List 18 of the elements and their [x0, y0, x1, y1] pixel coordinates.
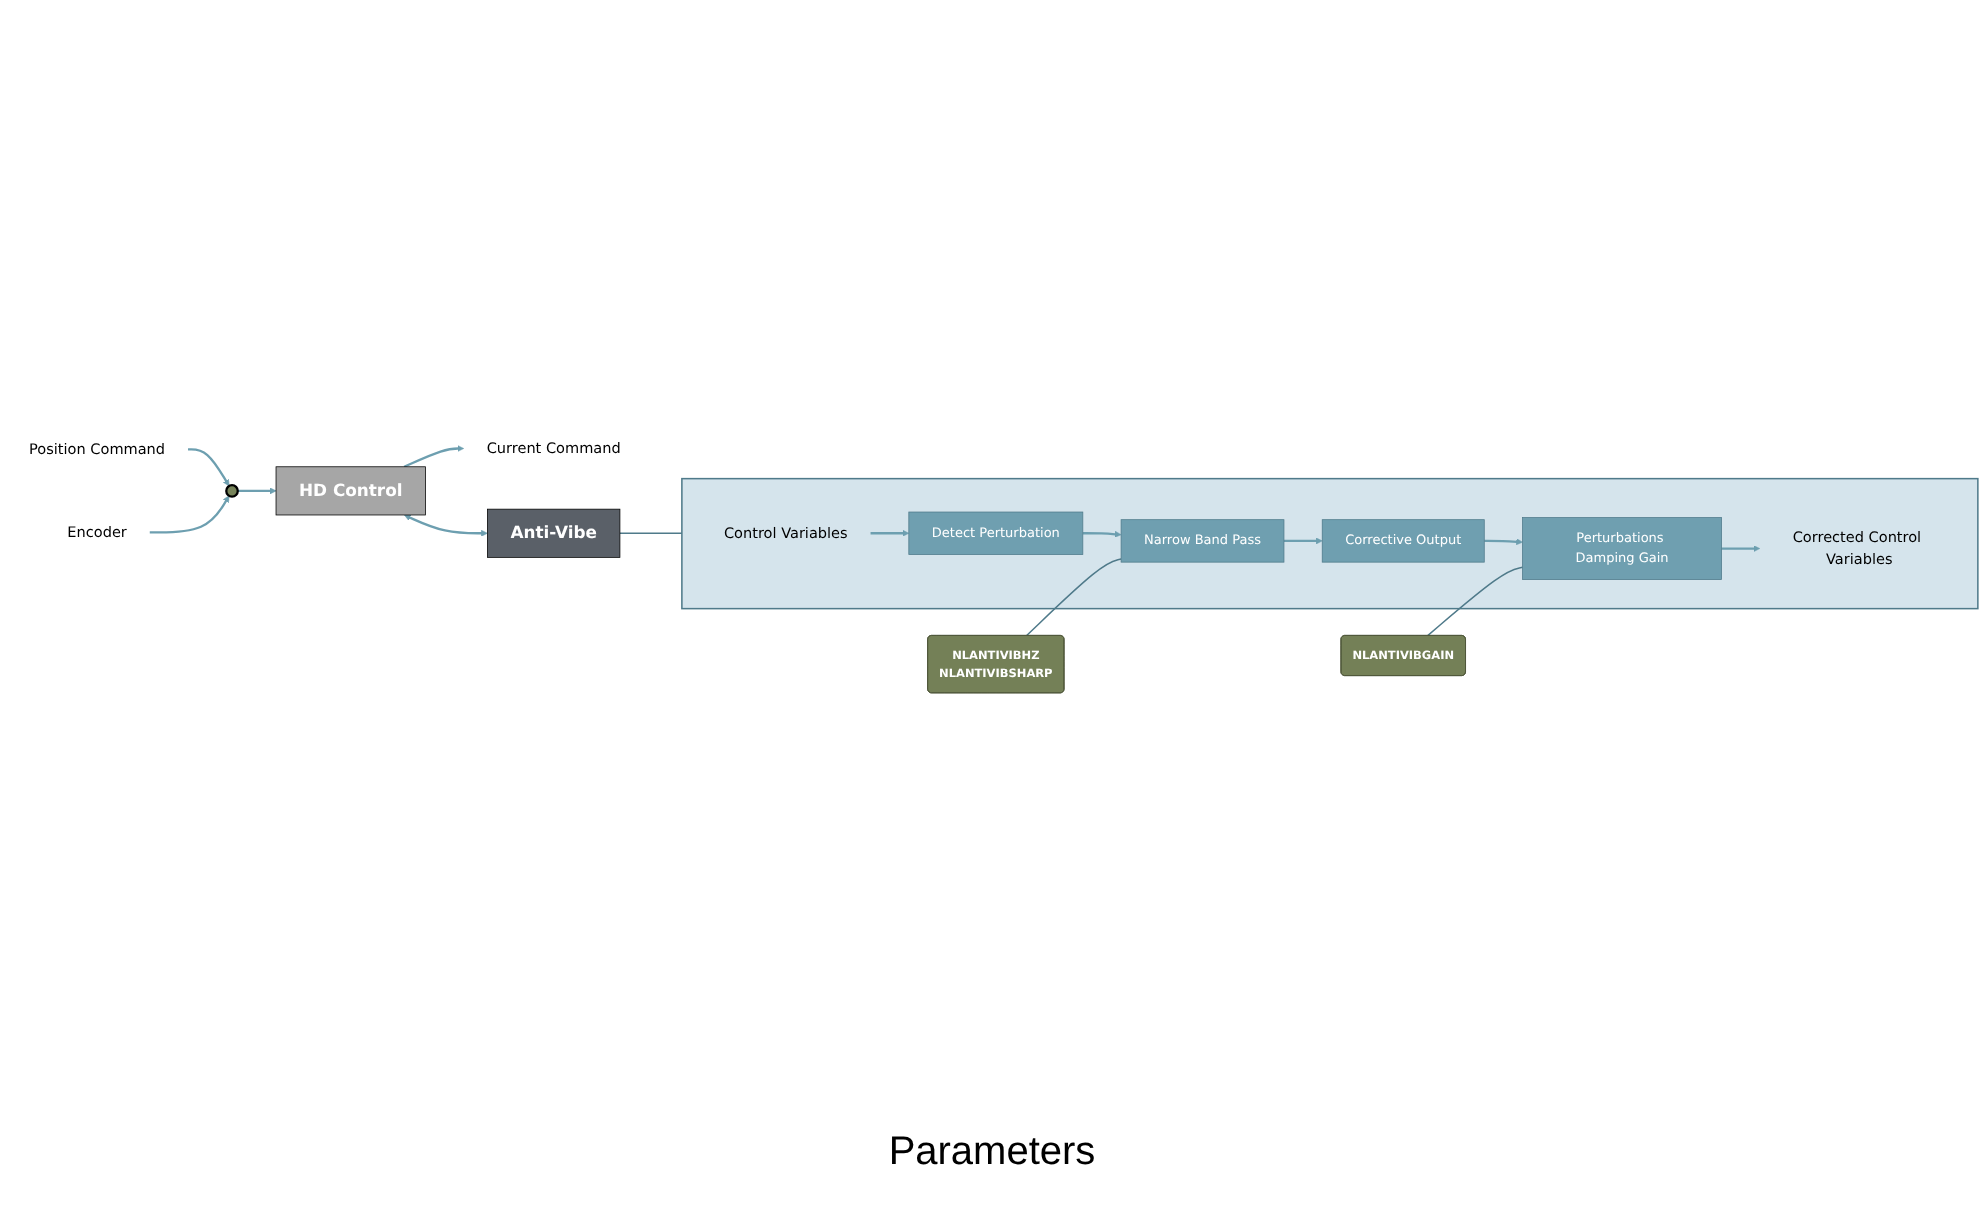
connector [1025, 558, 1122, 638]
node-circle [225, 484, 239, 499]
connector [619, 533, 683, 535]
note-label: Parameters [888, 1130, 1096, 1176]
arrow [404, 515, 488, 538]
node-box: HD Control [275, 466, 426, 516]
arrow [237, 488, 277, 495]
arrow [149, 496, 230, 535]
cluster [681, 478, 1979, 610]
arrow [870, 530, 910, 538]
arrow [1484, 538, 1523, 546]
arrow [1721, 545, 1761, 553]
arrow [1082, 531, 1122, 539]
node-box: Anti-Vibe [487, 509, 621, 559]
arrow [1283, 538, 1323, 545]
arrow [188, 448, 230, 487]
arrow [403, 445, 465, 469]
connector [1426, 567, 1524, 638]
